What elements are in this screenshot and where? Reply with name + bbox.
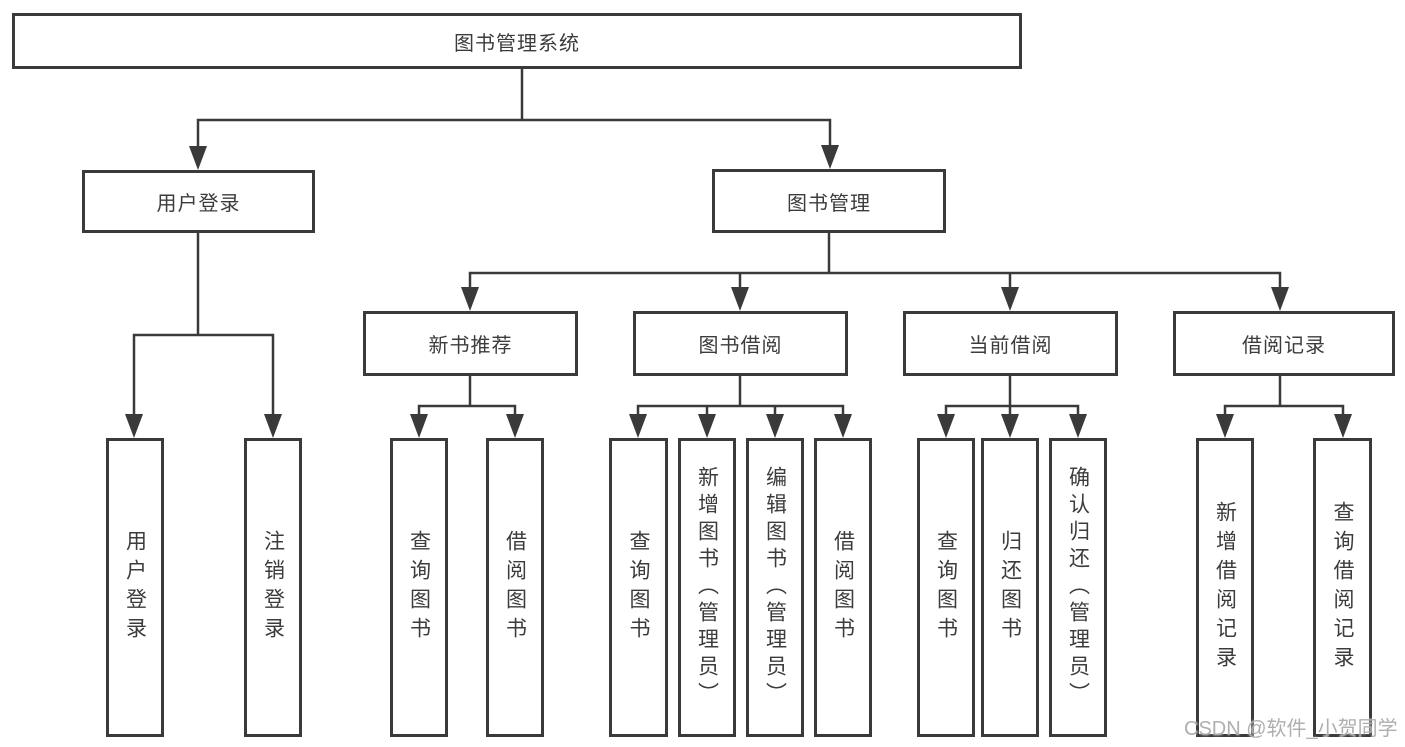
node-book-borrow: 图书借阅 — [633, 311, 848, 376]
leaf-logout: 注销登录 — [244, 438, 302, 737]
leaf-current-return: 归还图书 — [981, 438, 1039, 737]
connector-book-mgmt — [468, 231, 1282, 292]
connector-current-borrow — [944, 374, 1080, 418]
leaf-borrow-add-admin-label: 新增图书（管理员） — [695, 466, 719, 709]
node-borrow-records: 借阅记录 — [1173, 311, 1395, 376]
leaf-borrow-add-admin: 新增图书（管理员） — [678, 438, 736, 737]
leaf-newbooks-borrow: 借阅图书 — [486, 438, 544, 737]
leaf-current-query-label: 查询图书 — [934, 529, 958, 646]
node-borrow-records-label: 借阅记录 — [1242, 335, 1326, 357]
leaf-borrow-borrow: 借阅图书 — [814, 438, 872, 737]
leaf-current-return-label: 归还图书 — [998, 529, 1022, 646]
leaf-records-query: 查询借阅记录 — [1313, 438, 1372, 737]
node-current-borrow: 当前借阅 — [903, 311, 1118, 376]
node-current-borrow-label: 当前借阅 — [968, 335, 1053, 357]
node-root: 图书管理系统 — [12, 13, 1022, 69]
leaf-records-add: 新增借阅记录 — [1196, 438, 1254, 737]
connector-root — [196, 64, 832, 152]
watermark: CSDN @软件_小贺同学 — [1184, 718, 1398, 740]
leaf-current-confirm-admin: 确认归还（管理员） — [1049, 438, 1107, 737]
leaf-newbooks-borrow-label: 借阅图书 — [503, 529, 527, 646]
leaf-logout-label: 注销登录 — [261, 529, 285, 646]
leaf-borrow-edit-admin-label: 编辑图书（管理员） — [763, 466, 787, 709]
connector-user-login — [132, 231, 275, 418]
node-book-mgmt-label: 图书管理 — [787, 192, 871, 215]
leaf-records-add-label: 新增借阅记录 — [1213, 500, 1237, 675]
leaf-current-confirm-admin-label: 确认归还（管理员） — [1066, 466, 1090, 709]
leaf-newbooks-query: 查询图书 — [390, 438, 448, 737]
node-book-borrow-label: 图书借阅 — [698, 335, 783, 357]
connector-book-borrow — [636, 374, 845, 418]
leaf-current-query: 查询图书 — [917, 438, 975, 737]
arrowheads — [125, 145, 1352, 438]
node-user-login-label: 用户登录 — [156, 193, 241, 215]
leaf-borrow-query-label: 查询图书 — [627, 529, 650, 646]
node-root-label: 图书管理系统 — [454, 32, 580, 55]
leaf-borrow-borrow-label: 借阅图书 — [831, 529, 855, 646]
node-user-login: 用户登录 — [82, 170, 315, 233]
node-new-books: 新书推荐 — [363, 311, 578, 376]
leaf-user-login: 用户登录 — [106, 438, 164, 737]
leaf-records-query-label: 查询借阅记录 — [1331, 500, 1354, 675]
node-book-mgmt: 图书管理 — [712, 169, 946, 233]
leaf-newbooks-query-label: 查询图书 — [407, 529, 431, 646]
leaf-user-login-label: 用户登录 — [123, 529, 147, 646]
connector-borrow-records — [1223, 374, 1345, 418]
node-new-books-label: 新书推荐 — [428, 335, 513, 357]
connector-new-books — [417, 374, 517, 418]
leaf-borrow-query: 查询图书 — [609, 438, 668, 737]
leaf-borrow-edit-admin: 编辑图书（管理员） — [746, 438, 804, 737]
